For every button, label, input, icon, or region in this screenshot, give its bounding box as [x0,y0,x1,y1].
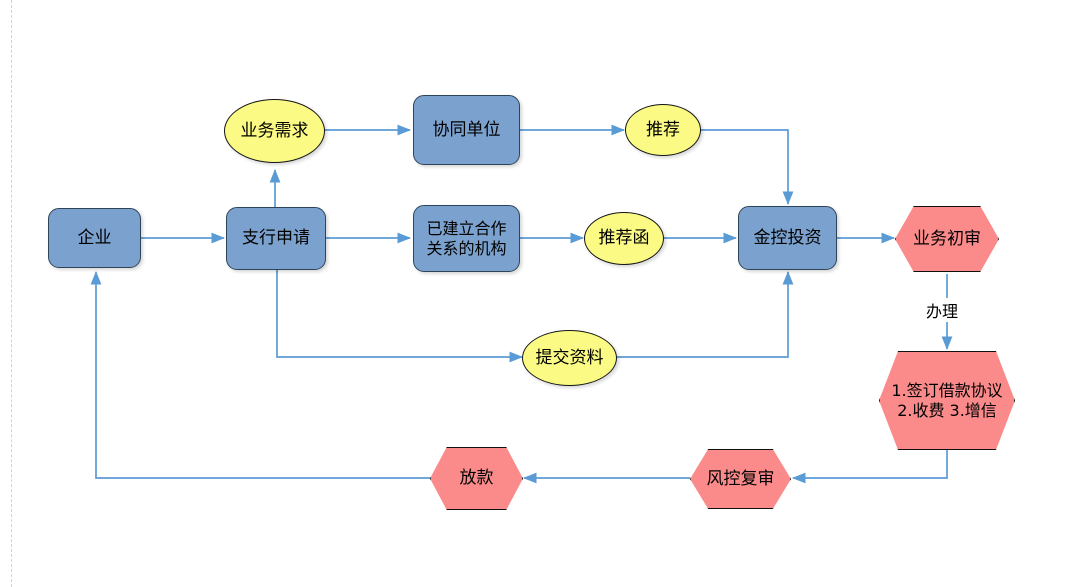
edge-qianding-fengkong [791,450,948,484]
node-qianding-xieyi[interactable]: 1.签订借款协议 2.收费 3.增信 [879,351,1015,450]
node-fangkuan[interactable]: 放款 [430,447,523,510]
edge-tuijian-jinkong [700,129,794,206]
edge-fangkuan-qiye [90,270,430,479]
node-hezuo-jigou[interactable]: 已建立合作 关系的机构 [413,205,520,272]
node-qiye[interactable]: 企业 [48,208,141,268]
edge-zhihang-tijiaoziliao [276,270,524,363]
node-zhihang-shenqing[interactable]: 支行申请 [226,207,326,270]
left-margin-guide [11,0,12,587]
node-fengkong-fushen[interactable]: 风控复审 [690,449,791,509]
node-yewu-xuqiu[interactable]: 业务需求 [224,99,325,163]
node-tijiao-ziliao[interactable]: 提交资料 [522,330,617,386]
edge-label-banli: 办理 [923,298,962,322]
node-tuijianhan[interactable]: 推荐函 [584,212,664,265]
edge-tijiaoziliao-jinkong [616,270,794,358]
node-xietong-danwei[interactable]: 协同单位 [413,95,520,165]
node-jinkong-touzi[interactable]: 金控投资 [738,206,837,270]
node-yewu-chushen[interactable]: 业务初审 [895,206,999,272]
node-tuijian[interactable]: 推荐 [625,104,701,156]
